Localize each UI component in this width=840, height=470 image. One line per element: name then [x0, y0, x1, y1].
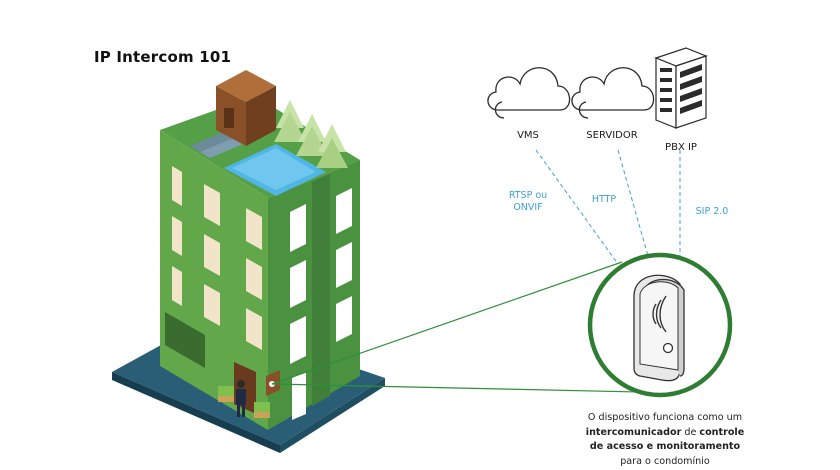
diagram-title: IP Intercom 101	[94, 48, 232, 66]
caption-bold-intercom: intercomunicador	[585, 426, 682, 438]
cloud-icon-vms	[487, 67, 571, 119]
connector-line-bottom	[271, 383, 641, 393]
caption-bold-control: controle	[699, 426, 745, 438]
caption-line-1: O dispositivo funciona como um	[587, 412, 743, 423]
intercom-device-closeup	[587, 252, 733, 398]
rooftop-pool	[224, 144, 326, 196]
connector-line-top	[271, 261, 623, 385]
server-rack-icon	[654, 47, 708, 129]
left-windows	[172, 166, 262, 350]
caption-line-3: de acesso e monitoramento	[560, 440, 770, 455]
protocol-label-http: HTTP	[592, 194, 617, 205]
rooftop-trees	[274, 100, 348, 168]
node-label-pbx: PBX IP	[665, 142, 697, 153]
protocol-label-onvif: ONVIF	[513, 202, 542, 213]
caption-line-2: intercomunicador de controle	[560, 426, 770, 441]
caption-bold-access: de acesso e monitoramento	[589, 441, 741, 452]
protocol-label-sip: SIP 2.0	[696, 206, 729, 217]
cloud-icon-server	[571, 67, 655, 119]
node-label-vms: VMS	[517, 130, 539, 141]
building-illustration	[160, 70, 360, 430]
caption-connector: de	[681, 426, 700, 438]
planters	[218, 386, 270, 418]
rooftop-box	[216, 70, 276, 146]
device-caption: O dispositivo funciona como um intercomu…	[560, 411, 770, 469]
protocol-label-rtsp: RTSP ou	[509, 190, 547, 201]
caption-line-4: para o condomínio	[620, 455, 710, 467]
server-dashed-line	[617, 149, 649, 257]
vms-dashed-line	[535, 149, 619, 265]
node-label-server: SERVIDOR	[586, 130, 637, 141]
person-figure	[236, 380, 246, 417]
